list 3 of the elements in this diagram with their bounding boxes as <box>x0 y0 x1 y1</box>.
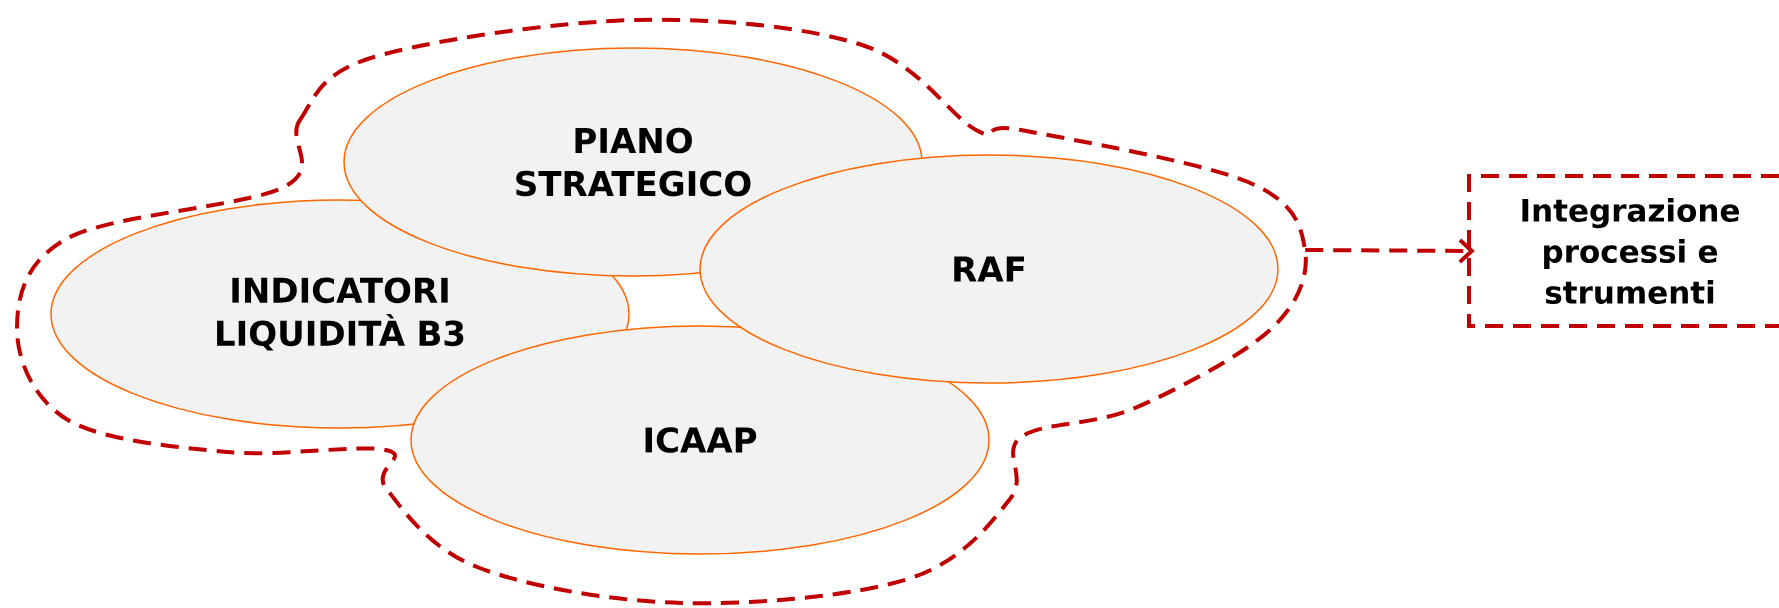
arrow <box>1305 238 1475 264</box>
dashed-box: Integrazione processi e strumenti <box>1467 174 1779 328</box>
dashed-cloud <box>15 17 1308 606</box>
